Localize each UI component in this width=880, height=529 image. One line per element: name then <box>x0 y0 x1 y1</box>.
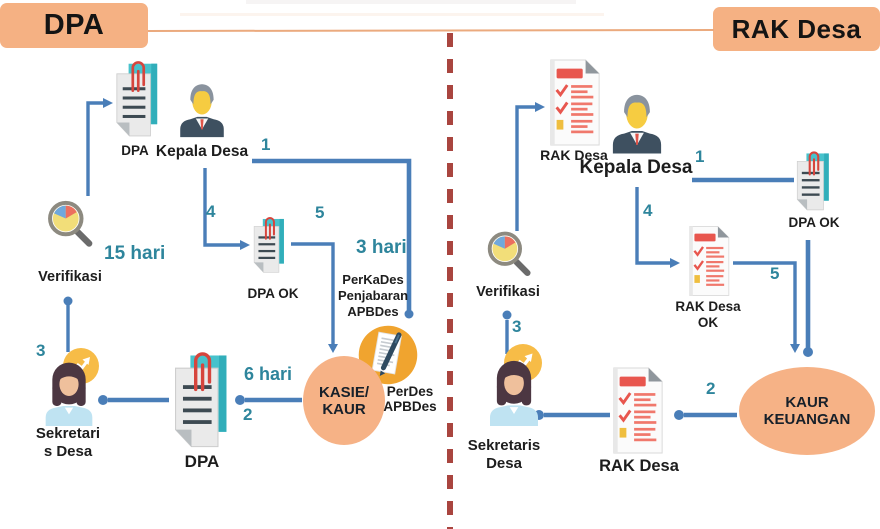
flow-left-step4-arrow <box>203 168 250 250</box>
kaur-keuangan-line1: KAUR <box>785 394 829 411</box>
header-rak-desa-title: RAK Desa <box>731 13 862 44</box>
step-number-2-left: 2 <box>243 405 253 424</box>
kasie-kaur-line2: KAUR <box>322 400 366 418</box>
flow-right-dpaok-down-line <box>803 240 813 357</box>
male-person-icon <box>612 94 662 154</box>
male-person-icon <box>180 84 224 138</box>
paperclip-document-icon <box>253 217 285 274</box>
rak-desa-ok-line2: OK <box>697 315 719 330</box>
step-number-4-right: 4 <box>643 201 653 220</box>
flow-left-step2-line <box>98 395 302 405</box>
cropped-title-artifact <box>180 13 604 16</box>
sekretaris-desa-left-label: Sekretari s Desa <box>24 425 112 461</box>
verifikasi-right-label: Verifikasi <box>476 284 540 300</box>
dpa-ok-right-label: DPA OK <box>788 215 840 230</box>
magnifier-pie-icon <box>40 196 98 254</box>
verifikasi-left-label: Verifikasi <box>38 269 102 285</box>
step-number-5-right: 5 <box>770 264 780 283</box>
sekretaris-left-line1: Sekretari <box>35 425 101 442</box>
step-number-3-left: 3 <box>36 341 46 360</box>
dpa-ok-left-label: DPA OK <box>247 286 299 301</box>
duration-6-hari: 6 hari <box>244 364 293 384</box>
paperclip-document-icon <box>796 151 830 211</box>
doc-top-dpa-label: DPA <box>121 143 149 158</box>
perdes-line1: PerDes <box>386 384 434 399</box>
flow-right-verify-return-arrow <box>515 102 545 231</box>
step-number-3-right: 3 <box>512 317 522 336</box>
paperclip-document-icon <box>173 352 229 449</box>
step-number-4-left: 4 <box>206 202 216 221</box>
checklist-document-icon <box>612 366 664 455</box>
paperclip-document-icon <box>115 61 159 138</box>
flow-left-step3-line <box>63 296 73 352</box>
perdes-apbdes-label: PerDes APBDes <box>376 384 444 414</box>
header-dpa-title: DPA <box>43 9 105 41</box>
header-dpa: DPA <box>0 3 148 48</box>
kaur-keuangan-line2: KEUANGAN <box>763 411 851 428</box>
step-number-1-left: 1 <box>261 135 271 154</box>
perkades-line2: Penjabaran <box>337 288 409 303</box>
kasie-kaur-line1: KASIE/ <box>318 383 369 401</box>
kepala-desa-left-label: Kepala Desa <box>155 143 249 160</box>
checklist-document-icon <box>549 58 601 147</box>
perkades-line1: PerKaDes <box>342 272 404 287</box>
flow-left-step1-line <box>252 158 414 319</box>
magnifier-pie-icon <box>480 227 536 283</box>
flow-left-step5-arrow <box>291 242 338 353</box>
header-rule-line <box>147 29 715 32</box>
sekretaris-right-line2: Desa <box>486 455 522 472</box>
flow-right-step4-arrow <box>635 187 680 268</box>
rak-desa-ok-label: RAK Desa OK <box>666 299 750 331</box>
kaur-keuangan-ellipse: KAUR KEUANGAN <box>739 367 875 455</box>
step-number-2-right: 2 <box>706 379 716 398</box>
doc-top-rak-desa-label: RAK Desa <box>540 147 608 163</box>
duration-15-hari: 15 hari <box>104 243 166 264</box>
perkades-penjabaran-apbdes-label: PerKaDes Penjabaran APBDes <box>325 272 421 320</box>
step-number-1-right: 1 <box>695 147 705 166</box>
sekretaris-right-line1: Sekretaris <box>467 437 541 454</box>
perdes-line2: APBDes <box>383 399 437 414</box>
rak-desa-ok-line1: RAK Desa <box>675 299 741 314</box>
kasie-kaur-ellipse: KASIE/ KAUR <box>303 356 385 445</box>
checklist-document-icon <box>688 225 731 297</box>
duration-3-hari: 3 hari <box>356 237 407 258</box>
sekretaris-desa-right-label: Sekretaris Desa <box>456 437 552 473</box>
header-rak-desa: RAK Desa <box>713 7 880 51</box>
female-person-icon <box>490 360 538 426</box>
flow-right-step3-line <box>502 310 512 354</box>
flow-right-step5-arrow <box>733 261 800 353</box>
kepala-desa-right-label: Kepala Desa <box>579 157 693 178</box>
doc-bottom-rak-desa-label: RAK Desa <box>599 457 679 475</box>
doc-bottom-dpa-label: DPA <box>184 452 220 471</box>
perkades-line3: APBDes <box>347 304 399 319</box>
step-number-5-left: 5 <box>315 203 325 222</box>
cropped-title-artifact <box>246 0 576 4</box>
female-person-icon <box>45 362 93 426</box>
flow-left-verify-return-arrow <box>86 98 113 196</box>
sekretaris-left-line2: s Desa <box>43 443 93 460</box>
